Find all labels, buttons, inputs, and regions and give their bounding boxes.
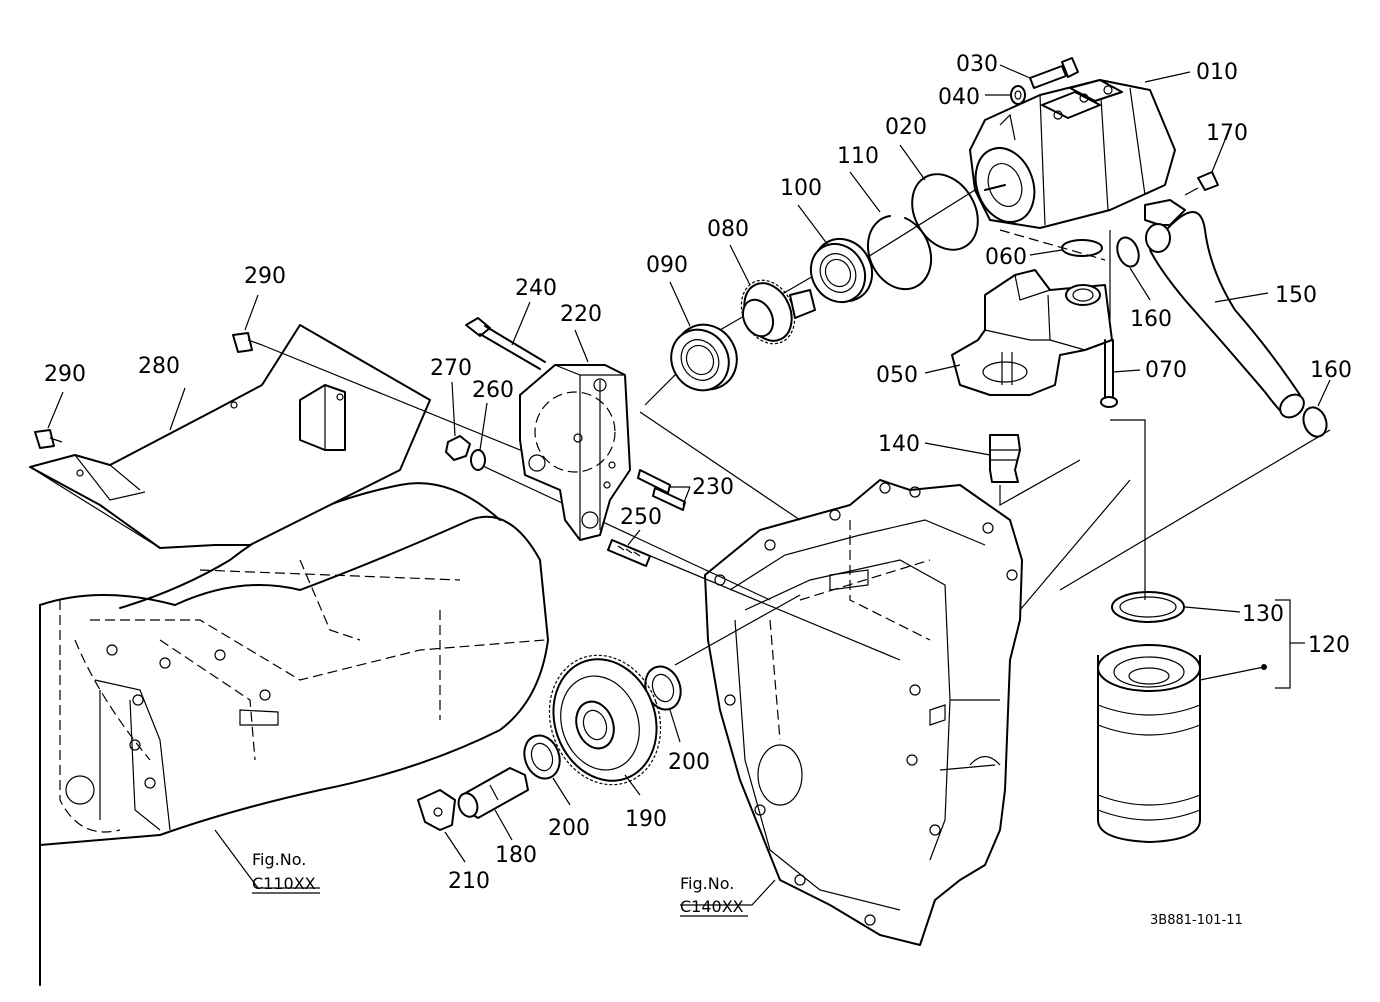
stud-250 [607,529,651,567]
washer-040 [985,85,1026,105]
dowel-pins-230 [637,469,691,511]
callout-290-lower: 290 [44,362,86,387]
o-ring-020 [899,144,979,251]
callout-270: 270 [430,356,472,381]
idler-shaft-180 [457,767,529,841]
bearing-090 [669,281,738,392]
callout-070: 070 [1145,358,1187,383]
gear-080 [729,244,816,345]
svg-text:C140XX: C140XX [680,897,744,916]
callout-240: 240 [515,276,557,301]
pump-bracket-220 [519,329,631,541]
bolt-070 [1100,339,1141,408]
alignment-lines [261,189,1331,666]
callout-100: 100 [780,176,822,201]
transmission-housing-front [680,479,1023,946]
fitting-140 [924,434,1021,483]
nut-270 [445,381,471,461]
callout-230: 230 [692,475,734,500]
washer-260 [470,402,488,471]
callout-160-upper: 160 [1130,307,1172,332]
callout-290-upper: 290 [244,264,286,289]
callout-280: 280 [138,354,180,379]
svg-text:Fig.No.: Fig.No. [680,874,734,893]
callout-170: 170 [1206,121,1248,146]
bolt-290-lower [34,391,64,449]
callout-190: 190 [625,807,667,832]
callout-210: 210 [448,869,490,894]
o-ring-160-lower [1302,379,1331,438]
callout-130: 130 [1242,602,1284,627]
retainer-plate-210 [417,789,466,863]
bearing-100 [797,204,874,304]
bolt-170 [1184,139,1226,196]
svg-text:Fig.No.: Fig.No. [252,850,306,869]
bearing-200-lower [523,734,571,806]
bolt-290-upper [232,294,263,353]
snap-ring-110 [849,171,933,291]
o-ring-060 [1029,239,1103,257]
figure-ref-c140xx: Fig.No. C140XX [680,874,748,917]
callout-050: 050 [876,363,918,388]
callout-200-upper: 200 [668,750,710,775]
filter-head-050 [924,269,1113,396]
callout-020: 020 [885,115,927,140]
callout-090: 090 [646,253,688,278]
callout-labels: 030 010 040 020 110 170 100 080 060 090 … [44,52,1352,894]
callout-200-lower: 200 [548,816,590,841]
callout-120: 120 [1308,633,1350,658]
drawing-number: 3B881-101-11 [1150,913,1243,928]
callout-080: 080 [707,217,749,242]
callout-220: 220 [560,302,602,327]
callout-010: 010 [1196,60,1238,85]
transmission-housing-left [39,482,549,986]
gasket-130 [1111,591,1241,623]
oil-filter-120 [1097,599,1305,843]
callout-260: 260 [472,378,514,403]
cover-plate-280 [29,324,431,549]
svg-text:C110XX: C110XX [252,874,316,893]
gear-190 [548,654,662,796]
callout-140: 140 [878,432,920,457]
bolt-240 [465,301,546,370]
o-ring-160-upper [1116,236,1151,301]
figure-ref-c110xx: Fig.No. C110XX [252,850,320,894]
callout-060: 060 [985,245,1027,270]
callout-110: 110 [837,144,879,169]
callout-030: 030 [956,52,998,77]
hydraulic-pump-010 [969,71,1191,261]
suction-hose-150 [1144,199,1305,419]
callout-150: 150 [1275,283,1317,308]
callout-040: 040 [938,85,980,110]
bolt-030 [999,57,1079,89]
callout-180: 180 [495,843,537,868]
callout-250: 250 [620,505,662,530]
callout-160-lower: 160 [1310,358,1352,383]
